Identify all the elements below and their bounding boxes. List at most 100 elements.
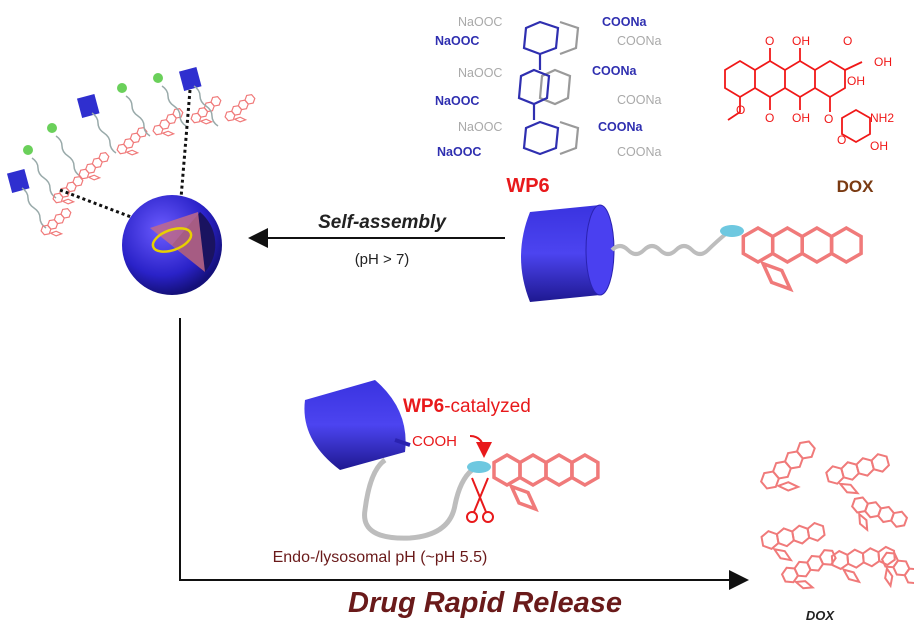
alkyl-chain: [55, 135, 81, 177]
alkyl-chain: [193, 85, 219, 127]
wp6-group: NaOOC: [435, 94, 479, 108]
wp6-head: [76, 93, 100, 118]
wp6-backbone: [517, 20, 580, 156]
aromatic-ring: [903, 567, 914, 585]
aromatic-ring: [492, 452, 522, 488]
dox-rings: [825, 453, 891, 495]
catalyst-name: WP6: [403, 396, 444, 417]
dox-rings: [492, 452, 600, 513]
dox-rings: [224, 93, 256, 123]
aromatic-ring: [159, 119, 171, 130]
alkyl-chain: [91, 112, 117, 154]
dox-atom: OH: [792, 111, 810, 125]
nanoparticle: [122, 195, 222, 295]
aromatic-ring: [771, 460, 792, 480]
wp6-group: COONa: [602, 15, 648, 29]
alkyl-chain: [21, 187, 47, 229]
aromatic-ring: [870, 453, 891, 473]
dox-rings: [780, 549, 837, 590]
scissors-icon: [466, 477, 494, 523]
wp6-cylinder-rim: [585, 204, 615, 296]
aromatic-ring: [231, 105, 243, 116]
carboxyl-stub: [394, 438, 411, 447]
aromatic-ring: [72, 175, 84, 187]
cleavable-bond: [467, 461, 491, 473]
catalyzed-suffix: -catalyzed: [444, 396, 531, 417]
wp6-group: NaOOC: [458, 66, 502, 80]
amphiphile: [153, 73, 222, 127]
aromatic-ring: [98, 151, 110, 163]
peg-head: [47, 123, 57, 133]
wp6-group: NaOOC: [437, 145, 481, 159]
lysosomal-condition: Endo-/lysosomal pH (~pH 5.5): [273, 549, 488, 566]
sugar-ring: [87, 174, 102, 181]
sugar-ring: [759, 260, 794, 293]
aromatic-ring: [570, 452, 600, 488]
aromatic-ring: [53, 213, 65, 225]
amphiphile: [76, 93, 148, 156]
aromatic-ring: [890, 510, 909, 528]
wp6-head: [178, 66, 202, 91]
sugar-ring: [841, 568, 862, 584]
aromatic-ring: [880, 551, 900, 569]
sugar-ring: [125, 149, 140, 156]
aromatic-ring: [172, 107, 184, 119]
wp6-group: NaOOC: [458, 15, 502, 29]
dox-rings: [741, 225, 863, 293]
aromatic-ring: [244, 93, 256, 105]
amphiphile: [6, 168, 72, 237]
wp6-group: COONa: [592, 64, 638, 78]
release-title: Drug Rapid Release: [348, 587, 622, 619]
sugar-ring: [884, 566, 894, 589]
wp6-group: COONa: [617, 145, 662, 159]
aromatic-ring: [861, 547, 881, 568]
wp6-cylinder-small: [304, 380, 406, 470]
aromatic-ring: [85, 163, 97, 174]
aromatic-ring: [800, 225, 834, 265]
aromatic-ring: [775, 527, 795, 548]
dox-atom: O: [765, 111, 774, 125]
dox-rings: [152, 107, 184, 137]
wp6-group: COONa: [617, 34, 662, 48]
sugar-ring: [161, 130, 176, 137]
sugar-ring: [837, 482, 860, 495]
amphiphile: [178, 66, 256, 127]
host-guest-ring: [151, 227, 193, 253]
sugar-ring: [793, 580, 816, 590]
released-dox-label: DOX: [806, 608, 836, 623]
wp6-structure: NaOOC NaOOC NaOOC NaOOC NaOOC NaOOC COON…: [435, 15, 662, 197]
aromatic-ring: [791, 524, 811, 545]
sugar-ring: [508, 483, 539, 513]
aromatic-ring: [846, 548, 865, 569]
dox-rings: [830, 545, 896, 584]
aromatic-ring: [224, 110, 236, 122]
peg-head: [153, 73, 163, 83]
aromatic-ring: [116, 143, 128, 155]
dox-atom: NH2: [870, 111, 894, 125]
wp6-group: NaOOC: [435, 34, 479, 48]
dox-rings: [116, 126, 148, 156]
wp6-label: WP6: [506, 175, 549, 197]
aromatic-ring: [806, 521, 826, 542]
alkyl-linker: [610, 230, 730, 256]
self-assembly-label: Self-assembly: [318, 212, 447, 233]
sugar-ring: [49, 230, 64, 237]
dox-atom: O: [837, 133, 846, 147]
dox-label: DOX: [837, 177, 875, 196]
dox-atom: OH: [792, 34, 810, 48]
dox-skeleton: [724, 48, 871, 144]
catalysis-arrow: [469, 435, 492, 458]
aromatic-ring: [759, 470, 781, 490]
dox-rings: [759, 440, 816, 492]
sugar-ring: [199, 118, 214, 125]
aromatic-ring: [829, 225, 863, 265]
sugar-ring: [858, 511, 869, 533]
aromatic-ring: [40, 224, 52, 236]
sugar-ring: [772, 547, 794, 562]
aromatic-ring: [544, 452, 574, 488]
wp6-group: COONa: [617, 93, 662, 107]
aromatic-ring: [60, 207, 72, 219]
wp6-group: NaOOC: [458, 120, 502, 134]
aromatic-ring: [91, 157, 103, 169]
